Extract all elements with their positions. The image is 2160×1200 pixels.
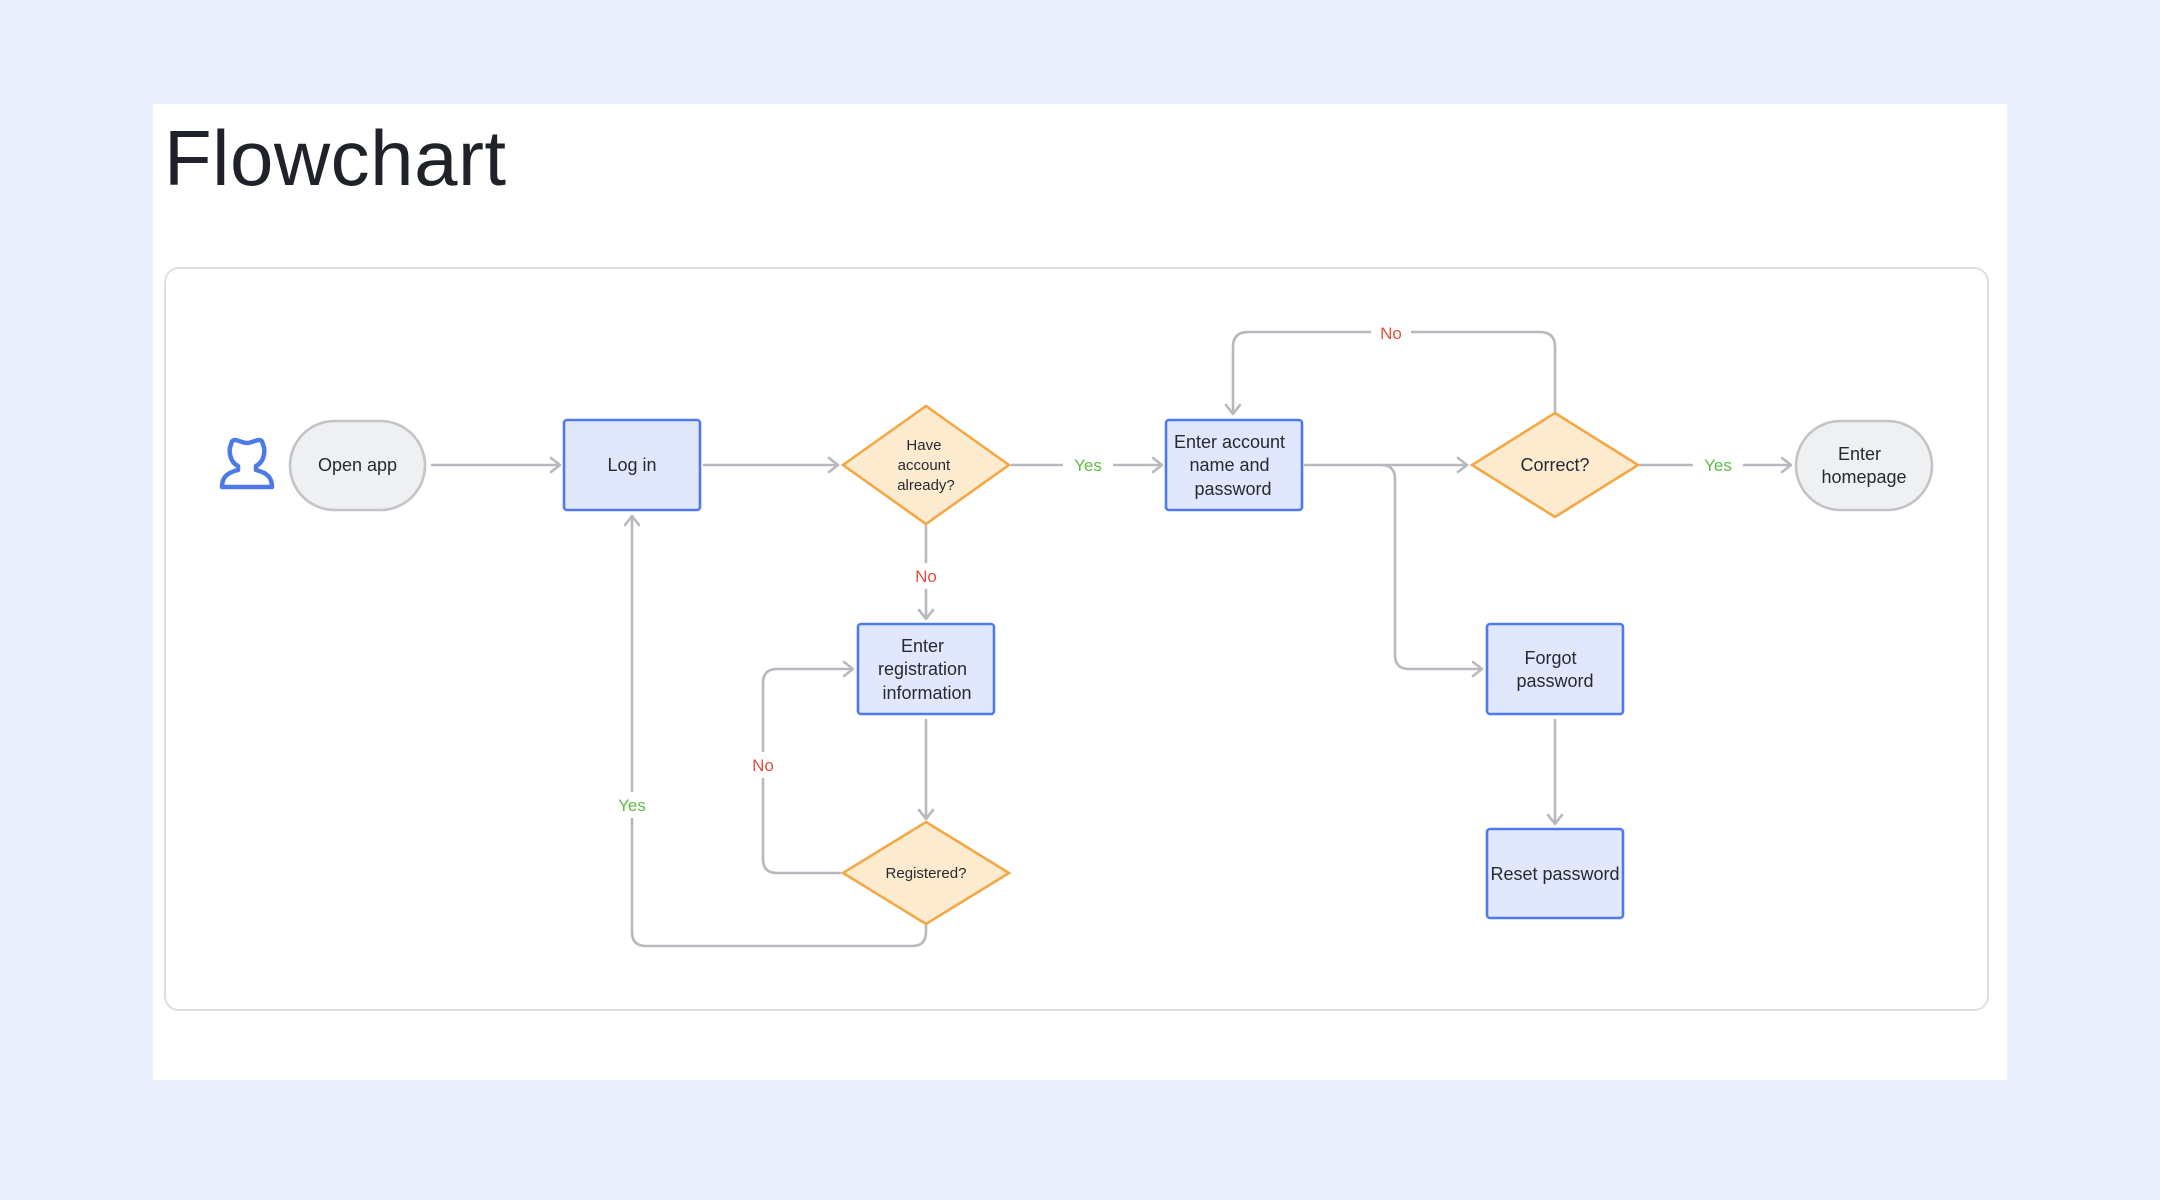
node-correct[interactable]: Correct? (1469, 411, 1641, 519)
edge-registered-yes (630, 515, 928, 948)
arrowhead (917, 808, 935, 821)
arrowhead (1780, 456, 1793, 474)
terminal-shape (1794, 419, 1934, 512)
node-log-in[interactable]: Log in (562, 418, 702, 512)
node-enter-registration-text: Enter registration information (878, 636, 972, 703)
node-reset-password-text: Reset password (1490, 864, 1619, 884)
node-enter-account-text: Enter account name and password (1174, 432, 1290, 499)
process-shape (562, 418, 702, 512)
process-shape (856, 622, 996, 716)
arrowhead (549, 456, 562, 474)
label-correct-yes: Yes (1704, 456, 1732, 475)
node-enter-homepage[interactable]: Enter homepage (1794, 419, 1934, 512)
arrowhead (1224, 403, 1242, 416)
node-forgot-password[interactable]: Forgot password (1485, 622, 1625, 716)
node-reset-password[interactable]: Reset password (1485, 827, 1625, 920)
arrowhead (623, 514, 641, 527)
user-icon-final (215, 428, 281, 494)
arrowhead (917, 608, 935, 621)
diagram-frame (164, 267, 1989, 1011)
edge-enter-account-to-forgot-password (1379, 463, 1483, 671)
label-have-account-yes: Yes (1074, 456, 1102, 475)
node-log-in-text: Log in (607, 455, 656, 475)
arrowhead (1151, 456, 1164, 474)
node-enter-homepage-text: Enter homepage (1821, 444, 1906, 487)
label-bg (745, 752, 781, 778)
node-enter-account[interactable]: Enter account name and password (1164, 418, 1304, 512)
node-enter-registration[interactable]: Enter registration information (856, 622, 996, 716)
label-correct-no: No (1380, 324, 1402, 343)
node-forgot-password-text: Forgot password (1516, 648, 1593, 691)
label-bg (903, 563, 949, 589)
node-open-app-text: Open app (318, 455, 397, 475)
label-have-account-no: No (915, 567, 937, 586)
edge-labels: Yes No Yes No No Yes (607, 320, 1743, 818)
process-shape (1164, 418, 1304, 512)
label-bg (607, 792, 657, 818)
decision-shape (840, 404, 1012, 526)
label-registered-no: No (752, 756, 774, 775)
label-bg (1371, 320, 1411, 344)
decision-shape (840, 820, 1012, 926)
label-registered-yes: Yes (618, 796, 646, 815)
arrowhead (1456, 456, 1469, 474)
arrowhead (842, 660, 855, 678)
arrowhead (827, 456, 840, 474)
node-open-app[interactable]: Open app (288, 419, 427, 512)
node-have-account[interactable]: Have account already? (840, 404, 1012, 526)
node-registered-text: Registered? (886, 865, 967, 882)
decision-shape (1469, 411, 1641, 519)
arrowhead (1471, 660, 1484, 678)
node-have-account-text: Have account already? (897, 437, 955, 494)
terminal-shape (288, 419, 427, 512)
node-registered[interactable]: Registered? (840, 820, 1012, 926)
node-correct-text: Correct? (1520, 455, 1589, 475)
label-bg (1063, 453, 1113, 477)
arrowhead (1546, 813, 1564, 826)
process-shape (1485, 622, 1625, 716)
label-bg (1693, 453, 1743, 477)
process-shape (1485, 827, 1625, 920)
